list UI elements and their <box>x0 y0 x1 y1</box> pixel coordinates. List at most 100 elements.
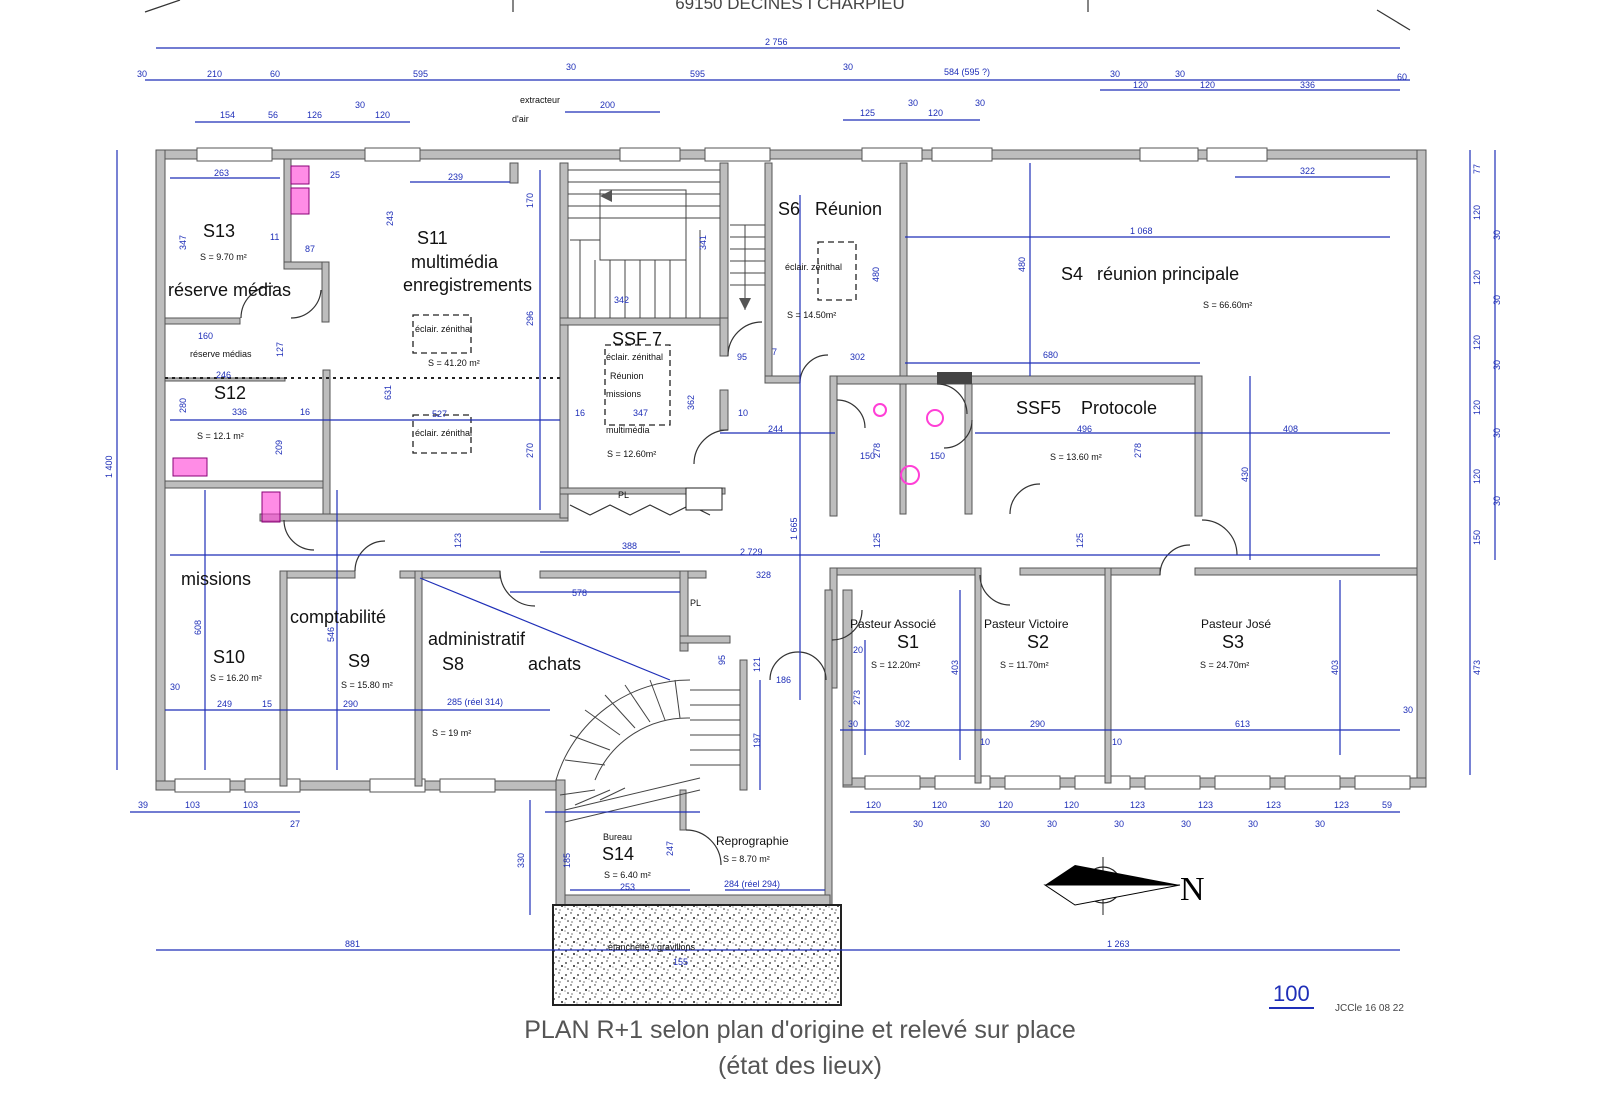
dim: 39 <box>138 800 148 810</box>
dim: 30 <box>566 62 576 72</box>
dim: 95 <box>717 655 727 665</box>
dim: 247 <box>665 841 675 856</box>
dim: 120 <box>1472 270 1482 285</box>
author-stamp: JCCle 16 08 22 <box>1335 1003 1404 1014</box>
dim: 59 <box>1382 800 1392 810</box>
room-s1-code: S1 <box>897 632 919 652</box>
dim: 30 <box>1175 69 1185 79</box>
dim: 7 <box>772 347 777 357</box>
cabinet <box>685 487 723 511</box>
dim: 249 <box>217 699 232 709</box>
address-header: 69150 DECINES I CHARPIEU <box>675 0 905 13</box>
dim: 302 <box>850 352 865 362</box>
dim: 95 <box>737 352 747 362</box>
windows <box>174 147 1411 793</box>
dim: 328 <box>756 570 771 580</box>
room-s2-area: S = 11.70m² <box>1000 660 1049 670</box>
room-s6-code: S6 <box>778 199 800 219</box>
plan-caption-line1: PLAN R+1 selon plan d'origine et relevé … <box>524 1016 1076 1044</box>
room-ssf5-code: SSF5 <box>1016 398 1061 418</box>
stairs-spiral <box>555 679 740 823</box>
dim: 270 <box>525 443 535 458</box>
dim: 160 <box>198 331 213 341</box>
room-s4-code: S4 <box>1061 264 1083 284</box>
dim: 120 <box>928 108 943 118</box>
dim: 613 <box>1235 719 1250 729</box>
header-lines <box>144 0 1411 31</box>
dim: 123 <box>1130 800 1145 810</box>
dimension-texts: 2 756 30 210 60 595 30 595 30 584 (595 ?… <box>104 37 1502 967</box>
room-s11-name1: multimédia <box>411 252 499 272</box>
dim: 480 <box>871 267 881 282</box>
dim: 103 <box>185 800 200 810</box>
dim: 336 <box>1300 80 1315 90</box>
room-missions: missions <box>181 569 251 589</box>
room-s2-code: S2 <box>1027 632 1049 652</box>
room-s4-area: S = 66.60m² <box>1203 300 1252 310</box>
room-s3-name: Pasteur José <box>1201 617 1271 631</box>
dim: 30 <box>1492 360 1502 370</box>
dim: 30 <box>1492 496 1502 506</box>
dim: 125 <box>872 533 882 548</box>
dim-total-top: 2 756 <box>765 37 788 47</box>
dim: 120 <box>932 800 947 810</box>
dim: 263 <box>214 168 229 178</box>
dim: 347 <box>178 235 188 250</box>
dim: 120 <box>1133 80 1148 90</box>
dim: 1 400 <box>104 455 114 478</box>
dim: 123 <box>1266 800 1281 810</box>
room-s12-code: S12 <box>214 383 246 403</box>
dim: 330 <box>516 853 526 868</box>
dim: 388 <box>622 541 637 551</box>
north-label: N <box>1180 871 1205 908</box>
skylights <box>412 241 857 454</box>
dim: 290 <box>1030 719 1045 729</box>
dim: 155 <box>673 957 688 967</box>
dim: 631 <box>383 385 393 400</box>
room-s6-area: S = 14.50m² <box>787 310 836 320</box>
dim: 253 <box>620 882 635 892</box>
dim: 125 <box>860 108 875 118</box>
dim: 30 <box>1315 819 1325 829</box>
dim: 527 <box>432 409 447 419</box>
dim: 103 <box>243 800 258 810</box>
room-s8-name1: administratif <box>428 629 526 649</box>
room-ssf7-l4: multimédia <box>606 425 650 435</box>
room-s13-area: S = 9.70 m² <box>200 252 247 262</box>
dim: 120 <box>1472 469 1482 484</box>
room-s3-code: S3 <box>1222 632 1244 652</box>
dim: 30 <box>848 719 858 729</box>
dim: 1 068 <box>1130 226 1153 236</box>
pl-label-2: PL <box>690 598 701 608</box>
dim: 30 <box>355 100 365 110</box>
room-s10-code: S10 <box>213 647 245 667</box>
room-reserve-medias: réserve médias <box>168 280 291 300</box>
dim: 273 <box>852 690 862 705</box>
dim: 30 <box>980 819 990 829</box>
dim: 30 <box>1492 230 1502 240</box>
dim: 87 <box>305 244 315 254</box>
dim: 284 (réel 294) <box>724 879 780 889</box>
dim: 30 <box>1181 819 1191 829</box>
dim: 2 729 <box>740 547 763 557</box>
dim: 30 <box>908 98 918 108</box>
dim: 239 <box>448 172 463 182</box>
dim: 30 <box>1248 819 1258 829</box>
dim: 126 <box>307 110 322 120</box>
dimension-lines <box>116 47 1496 951</box>
dim: 30 <box>137 69 147 79</box>
dim: 362 <box>686 395 696 410</box>
dim: 120 <box>1472 205 1482 220</box>
extracteur-l1: extracteur <box>520 95 560 105</box>
dim: 120 <box>1200 80 1215 90</box>
dim: 30 <box>1403 705 1413 715</box>
dim: 341 <box>698 235 708 250</box>
room-repro-name: Reprographie <box>716 834 789 848</box>
room-s11-code: S11 <box>417 228 448 248</box>
gravel-terrace <box>552 904 842 1006</box>
room-s13-code: S13 <box>203 221 235 241</box>
dim: 20 <box>853 645 863 655</box>
north-compass-icon: N <box>1043 857 1205 915</box>
dim: 10 <box>1112 737 1122 747</box>
